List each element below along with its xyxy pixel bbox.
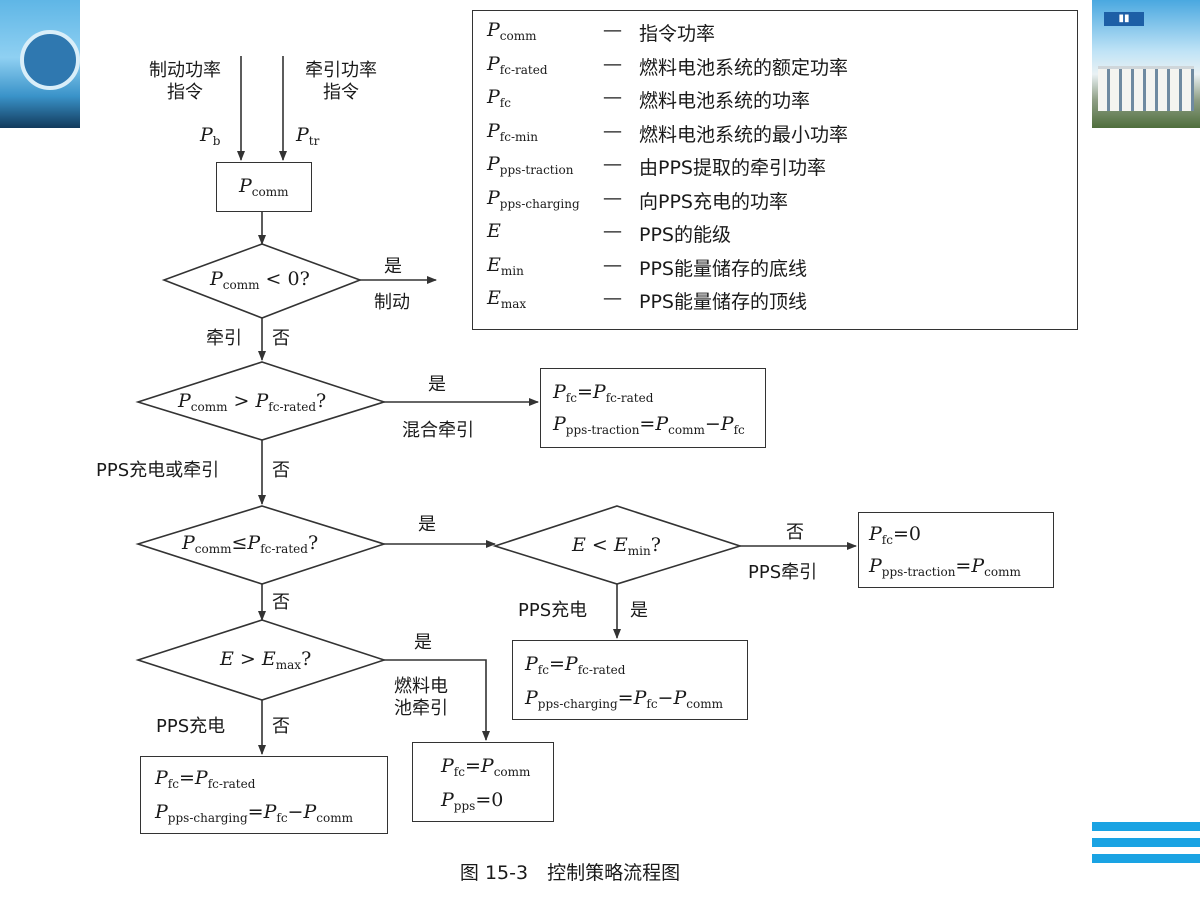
pcomm-box-text: Pcomm bbox=[239, 175, 289, 199]
legend-symbol: Emax bbox=[487, 287, 527, 311]
slide-logo-decoration bbox=[0, 0, 80, 128]
legend-row: Pcomm — 指令功率 bbox=[473, 19, 1077, 49]
legend-description: PPS能量储存的顶线 bbox=[639, 291, 807, 313]
label-d5-yes: 是 bbox=[630, 600, 648, 621]
hybrid-box-line2: Ppps-traction=Pcomm−Pfc bbox=[553, 413, 745, 437]
legend-symbol: Ppps-charging bbox=[487, 186, 580, 211]
slide-photo-decoration: ▮▮ bbox=[1092, 0, 1200, 128]
legend-symbol: Pfc-min bbox=[487, 119, 538, 144]
decision-5-text: E < Emin? bbox=[572, 534, 661, 558]
brake-command-label: 制动功率 指令 bbox=[149, 60, 221, 103]
charge-mid-line2: Ppps-charging=Pfc−Pcomm bbox=[525, 687, 723, 711]
traction-power-symbol: Ptr bbox=[296, 124, 320, 148]
hybrid-box-line1: Pfc=Pfc-rated bbox=[553, 381, 654, 405]
decision-shape-5 bbox=[492, 505, 743, 585]
pcomm-process-box: Pcomm bbox=[216, 162, 312, 212]
legend-dash: — bbox=[603, 287, 622, 309]
charge-bottom-line2: Ppps-charging=Pfc−Pcomm bbox=[155, 801, 353, 825]
traction-command-label: 牵引功率 指令 bbox=[305, 60, 377, 103]
legend-dash: — bbox=[603, 153, 622, 175]
photo-tag: ▮▮ bbox=[1104, 12, 1144, 26]
legend-symbol: Pfc bbox=[487, 86, 511, 110]
decision-shape-3 bbox=[135, 505, 387, 585]
legend-row: Ppps-traction — 由PPS提取的牵引功率 bbox=[473, 153, 1077, 183]
label-braking: 制动 bbox=[374, 292, 410, 313]
pps-traction-box: Pfc=0 Ppps-traction=Pcomm bbox=[858, 512, 1054, 588]
legend-dash: — bbox=[603, 119, 622, 142]
fc-traction-box: Pfc=Pcomm Ppps=0 bbox=[412, 742, 554, 822]
label-fc-traction: 燃料电 池牵引 bbox=[394, 676, 448, 719]
decision-1-text: Pcomm < 0? bbox=[210, 268, 310, 292]
charge-bottom-line1: Pfc=Pfc-rated bbox=[155, 767, 256, 791]
stripe-decoration-1 bbox=[1092, 822, 1200, 831]
stripe-decoration-2 bbox=[1092, 838, 1200, 847]
legend-row: Emax — PPS能量储存的顶线 bbox=[473, 287, 1077, 317]
pps-traction-box-line1: Pfc=0 bbox=[869, 523, 921, 547]
legend-dash: — bbox=[603, 220, 622, 242]
legend-description: 指令功率 bbox=[639, 23, 716, 45]
fc-traction-line2: Ppps=0 bbox=[441, 789, 504, 813]
legend-description: 由PPS提取的牵引功率 bbox=[639, 157, 826, 179]
legend-symbol: Pcomm bbox=[487, 19, 537, 43]
legend-description: 向PPS充电的功率 bbox=[639, 190, 788, 213]
figure-caption: 图 15-3 控制策略流程图 bbox=[459, 862, 681, 884]
label-d4-yes: 是 bbox=[414, 632, 432, 653]
building-photo bbox=[1098, 66, 1194, 111]
legend-dash: — bbox=[603, 86, 622, 108]
label-traction: 牵引 bbox=[206, 328, 242, 349]
legend-box: Pcomm — 指令功率 Pfc-rated — 燃料电池系统的额定功率 Pfc — 燃料电池系… bbox=[472, 10, 1078, 330]
university-emblem-icon bbox=[20, 30, 80, 90]
fc-traction-line1: Pfc=Pcomm bbox=[441, 755, 531, 779]
legend-dash: — bbox=[603, 19, 622, 41]
label-pps-traction: PPS牵引 bbox=[748, 562, 818, 583]
legend-description: 燃料电池系统的最小功率 bbox=[639, 123, 849, 146]
legend-description: 燃料电池系统的功率 bbox=[639, 90, 811, 112]
legend-row: E — PPS的能级 bbox=[473, 220, 1077, 250]
legend-row: Pfc-min — 燃料电池系统的最小功率 bbox=[473, 120, 1077, 150]
legend-row: Ppps-charging — 向PPS充电的功率 bbox=[473, 187, 1077, 217]
legend-symbol: Pfc-rated bbox=[487, 52, 548, 77]
label-d1-no: 否 bbox=[272, 328, 290, 349]
legend-row: Pfc-rated — 燃料电池系统的额定功率 bbox=[473, 53, 1077, 83]
stripe-decoration-3 bbox=[1092, 854, 1200, 863]
legend-symbol: Ppps-traction bbox=[487, 153, 574, 177]
label-d5-no: 否 bbox=[786, 522, 804, 543]
legend-row: Pfc — 燃料电池系统的功率 bbox=[473, 86, 1077, 116]
label-d3-no: 否 bbox=[272, 592, 290, 613]
edge-d4-fctraction bbox=[384, 659, 490, 741]
decision-4-text: E > Emax? bbox=[220, 648, 312, 672]
charge-mid-line1: Pfc=Pfc-rated bbox=[525, 653, 626, 677]
legend-description: PPS的能级 bbox=[639, 224, 731, 246]
label-hybrid-traction: 混合牵引 bbox=[402, 420, 474, 441]
legend-dash: — bbox=[603, 186, 622, 209]
legend-description: PPS能量储存的底线 bbox=[639, 257, 807, 280]
pps-charging-box-bottom: Pfc=Pfc-rated Ppps-charging=Pfc−Pcomm bbox=[140, 756, 388, 834]
legend-symbol: E bbox=[487, 220, 501, 242]
label-d3-yes: 是 bbox=[418, 514, 436, 535]
legend-dash: — bbox=[603, 253, 622, 276]
label-d2-yes: 是 bbox=[428, 374, 446, 395]
decision-2-text: Pcomm > Pfc-rated? bbox=[178, 390, 327, 414]
hybrid-traction-box: Pfc=Pfc-rated Ppps-traction=Pcomm−Pfc bbox=[540, 368, 766, 448]
label-d2-no: 否 bbox=[272, 460, 290, 481]
brake-power-symbol: Pb bbox=[200, 124, 221, 148]
decision-shape-1 bbox=[161, 243, 363, 319]
decision-shape-2 bbox=[135, 361, 387, 441]
pps-charging-box-mid: Pfc=Pfc-rated Ppps-charging=Pfc−Pcomm bbox=[512, 640, 748, 720]
label-d1-yes: 是 bbox=[384, 256, 402, 277]
legend-dash: — bbox=[603, 52, 622, 75]
label-d4-no: 否 bbox=[272, 716, 290, 737]
label-pps-charge-or-traction: PPS充电或牵引 bbox=[96, 460, 220, 481]
decision-shape-4 bbox=[135, 619, 387, 701]
legend-symbol: Emin bbox=[487, 253, 524, 278]
legend-row: Emin — PPS能量储存的底线 bbox=[473, 254, 1077, 284]
label-pps-charge-mid: PPS充电 bbox=[518, 600, 588, 621]
legend-description: 燃料电池系统的额定功率 bbox=[639, 56, 849, 79]
label-pps-charge-bottom: PPS充电 bbox=[156, 716, 226, 737]
decision-3-text: Pcomm≤Pfc-rated? bbox=[182, 532, 319, 556]
pps-traction-box-line2: Ppps-traction=Pcomm bbox=[869, 555, 1021, 579]
